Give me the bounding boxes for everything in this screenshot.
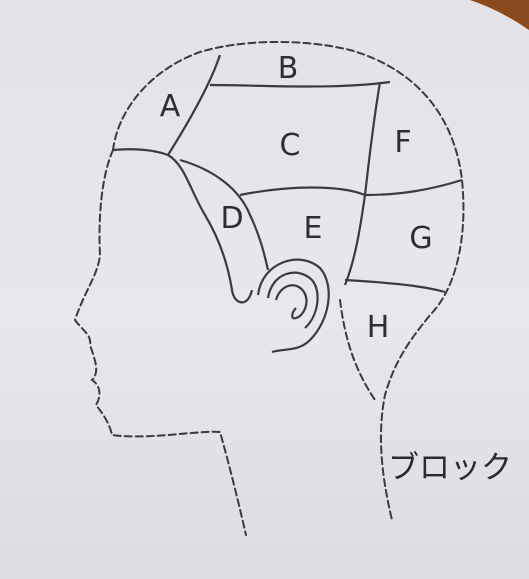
zone-label-g: G [409, 221, 432, 256]
zone-label-d: D [220, 201, 243, 236]
zone-label-b: B [278, 51, 299, 86]
zone-label-c: C [280, 128, 301, 163]
zone-label-f: F [394, 125, 411, 160]
zone-label-a: A [160, 89, 181, 124]
caption-text: ブロック [388, 450, 512, 486]
zone-label-h: H [367, 310, 390, 345]
zone-label-e: E [304, 211, 323, 246]
